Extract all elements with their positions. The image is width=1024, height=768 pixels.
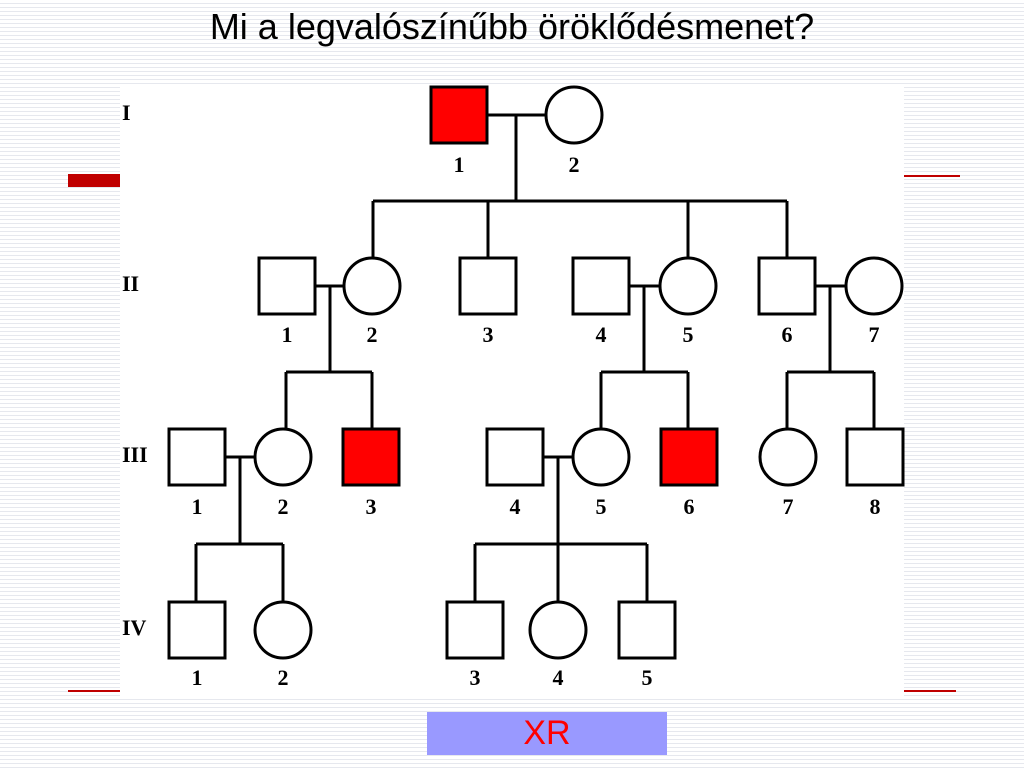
generation-label: IV [122, 615, 147, 640]
individual-number: 4 [596, 322, 607, 347]
accent-line-bottom-left [68, 690, 123, 692]
male-symbol [257, 256, 317, 316]
generation-label: II [122, 271, 139, 296]
individual-number: 5 [683, 322, 694, 347]
individual-number: 1 [454, 152, 465, 177]
affected-male-symbol [429, 85, 489, 145]
male-symbol [485, 427, 545, 487]
individual-number: 2 [367, 322, 378, 347]
individual-number: 6 [782, 322, 793, 347]
individual-number: 3 [483, 322, 494, 347]
individual-number: 8 [870, 494, 881, 519]
individuals: 1 2 1 2 3 4 5 6 7 1 2 3 4 5 6 7 8 1 2 3 4 5 [167, 85, 905, 690]
individual-number: 1 [282, 322, 293, 347]
male-symbol [458, 256, 518, 316]
individual-number: 2 [569, 152, 580, 177]
accent-bar-left [68, 174, 128, 187]
generation-label: III [122, 442, 148, 467]
female-symbol [658, 256, 718, 316]
pedigree-panel [120, 85, 904, 697]
individual-number: 3 [470, 665, 481, 690]
individual-number: 3 [366, 494, 377, 519]
individual-number: 2 [278, 494, 289, 519]
female-symbol [342, 256, 402, 316]
male-symbol [571, 256, 631, 316]
accent-line-right [904, 175, 960, 177]
male-symbol [167, 600, 227, 660]
individual-number: 1 [192, 665, 203, 690]
female-symbol [253, 427, 313, 487]
affected-male-symbol [341, 427, 401, 487]
individual-number: 1 [192, 494, 203, 519]
female-symbol [544, 85, 604, 145]
individual-number: 2 [278, 665, 289, 690]
individual-number: 4 [510, 494, 521, 519]
connector-lines [194, 113, 876, 601]
page-title: Mi a legvalószínűbb öröklődésmenet? [209, 6, 815, 47]
individual-number: 4 [553, 665, 564, 690]
answer-text: XR [523, 714, 571, 752]
individual-number: 6 [684, 494, 695, 519]
individual-number: 7 [869, 322, 880, 347]
individual-number: 5 [642, 665, 653, 690]
generation-label: I [122, 100, 131, 125]
affected-male-symbol [659, 427, 719, 487]
accent-line-bottom-right [904, 690, 956, 692]
male-symbol [845, 427, 905, 487]
female-symbol [571, 427, 631, 487]
answer-box: XR [427, 712, 667, 755]
female-symbol [253, 600, 313, 660]
individual-number: 5 [596, 494, 607, 519]
male-symbol [757, 256, 817, 316]
individual-number: 7 [783, 494, 794, 519]
male-symbol [445, 600, 505, 660]
male-symbol [167, 427, 227, 487]
female-symbol [528, 600, 588, 660]
female-symbol [758, 427, 818, 487]
female-symbol [844, 256, 904, 316]
male-symbol [617, 600, 677, 660]
